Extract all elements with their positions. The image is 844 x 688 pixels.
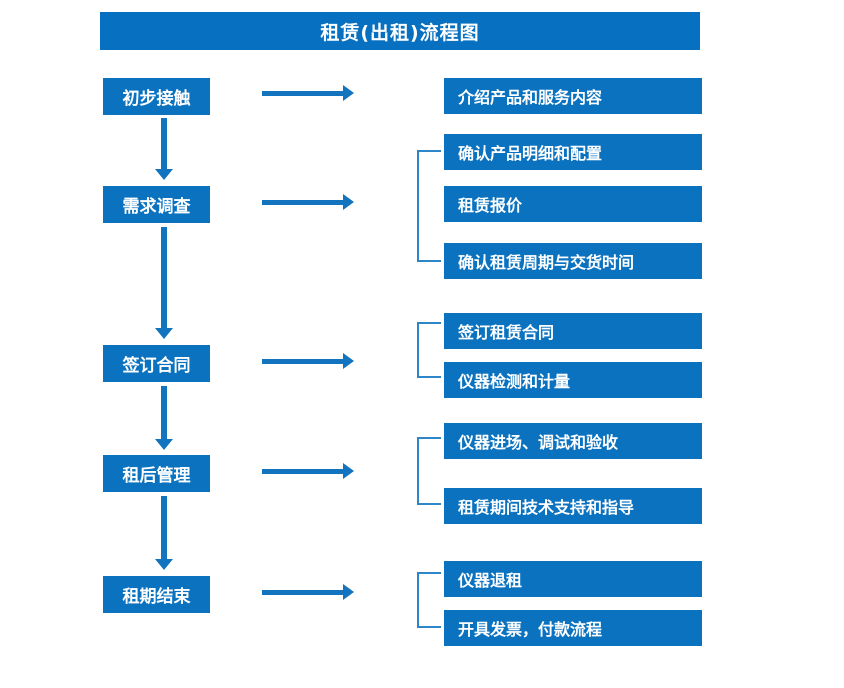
stage-box[interactable]: 租期结束 <box>103 576 210 613</box>
arrow-head-icon <box>155 559 173 570</box>
arrow-head-icon <box>155 439 173 450</box>
group-bracket <box>417 437 441 505</box>
stage-box[interactable]: 租后管理 <box>103 455 210 492</box>
flow-arrow-down <box>155 227 173 339</box>
stage-box[interactable]: 签订合同 <box>103 345 210 382</box>
arrow-shaft <box>161 227 167 329</box>
task-box[interactable]: 仪器进场、调试和验收 <box>444 423 702 459</box>
task-box[interactable]: 开具发票，付款流程 <box>444 610 702 646</box>
group-bracket <box>417 150 441 262</box>
arrow-shaft <box>262 200 344 205</box>
arrow-head-icon <box>343 353 354 369</box>
flow-arrow-right <box>262 194 354 210</box>
stage-box[interactable]: 初步接触 <box>103 78 210 115</box>
arrow-head-icon <box>343 463 354 479</box>
task-box[interactable]: 租赁期间技术支持和指导 <box>444 488 702 524</box>
task-box[interactable]: 租赁报价 <box>444 186 702 222</box>
arrow-shaft <box>161 496 167 560</box>
flow-arrow-down <box>155 118 173 180</box>
flow-arrow-right <box>262 85 354 101</box>
flow-arrow-down <box>155 386 173 450</box>
flow-arrow-down <box>155 496 173 570</box>
arrow-head-icon <box>155 328 173 339</box>
arrow-head-icon <box>343 584 354 600</box>
arrow-head-icon <box>343 85 354 101</box>
task-box[interactable]: 介绍产品和服务内容 <box>444 78 702 114</box>
group-bracket <box>417 572 441 628</box>
task-box[interactable]: 签订租赁合同 <box>444 313 702 349</box>
arrow-shaft <box>161 386 167 440</box>
task-box[interactable]: 确认租赁周期与交货时间 <box>444 243 702 279</box>
flow-arrow-right <box>262 584 354 600</box>
arrow-shaft <box>262 469 344 474</box>
stage-box[interactable]: 需求调查 <box>103 186 210 223</box>
arrow-shaft <box>262 91 344 96</box>
arrow-shaft <box>262 590 344 595</box>
arrow-head-icon <box>155 169 173 180</box>
page-title: 租赁(出租)流程图 <box>100 12 700 50</box>
task-box[interactable]: 确认产品明细和配置 <box>444 134 702 170</box>
arrow-shaft <box>262 359 344 364</box>
group-bracket <box>417 322 441 378</box>
flow-arrow-right <box>262 353 354 369</box>
arrow-shaft <box>161 118 167 170</box>
task-box[interactable]: 仪器退租 <box>444 561 702 597</box>
arrow-head-icon <box>343 194 354 210</box>
flow-arrow-right <box>262 463 354 479</box>
task-box[interactable]: 仪器检测和计量 <box>444 362 702 398</box>
